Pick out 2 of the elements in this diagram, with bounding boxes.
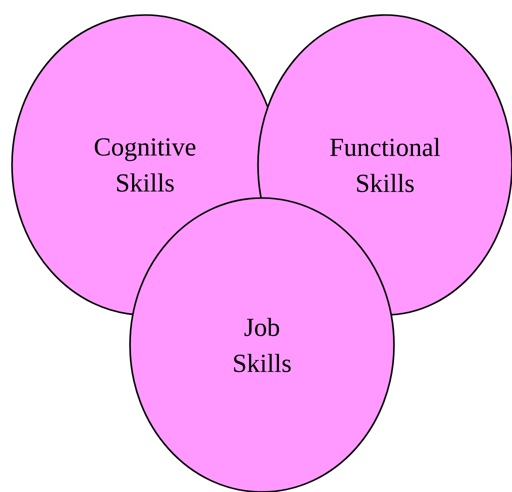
node-label: Functional Skills bbox=[330, 138, 440, 192]
node-label: Job Skills bbox=[234, 318, 291, 372]
